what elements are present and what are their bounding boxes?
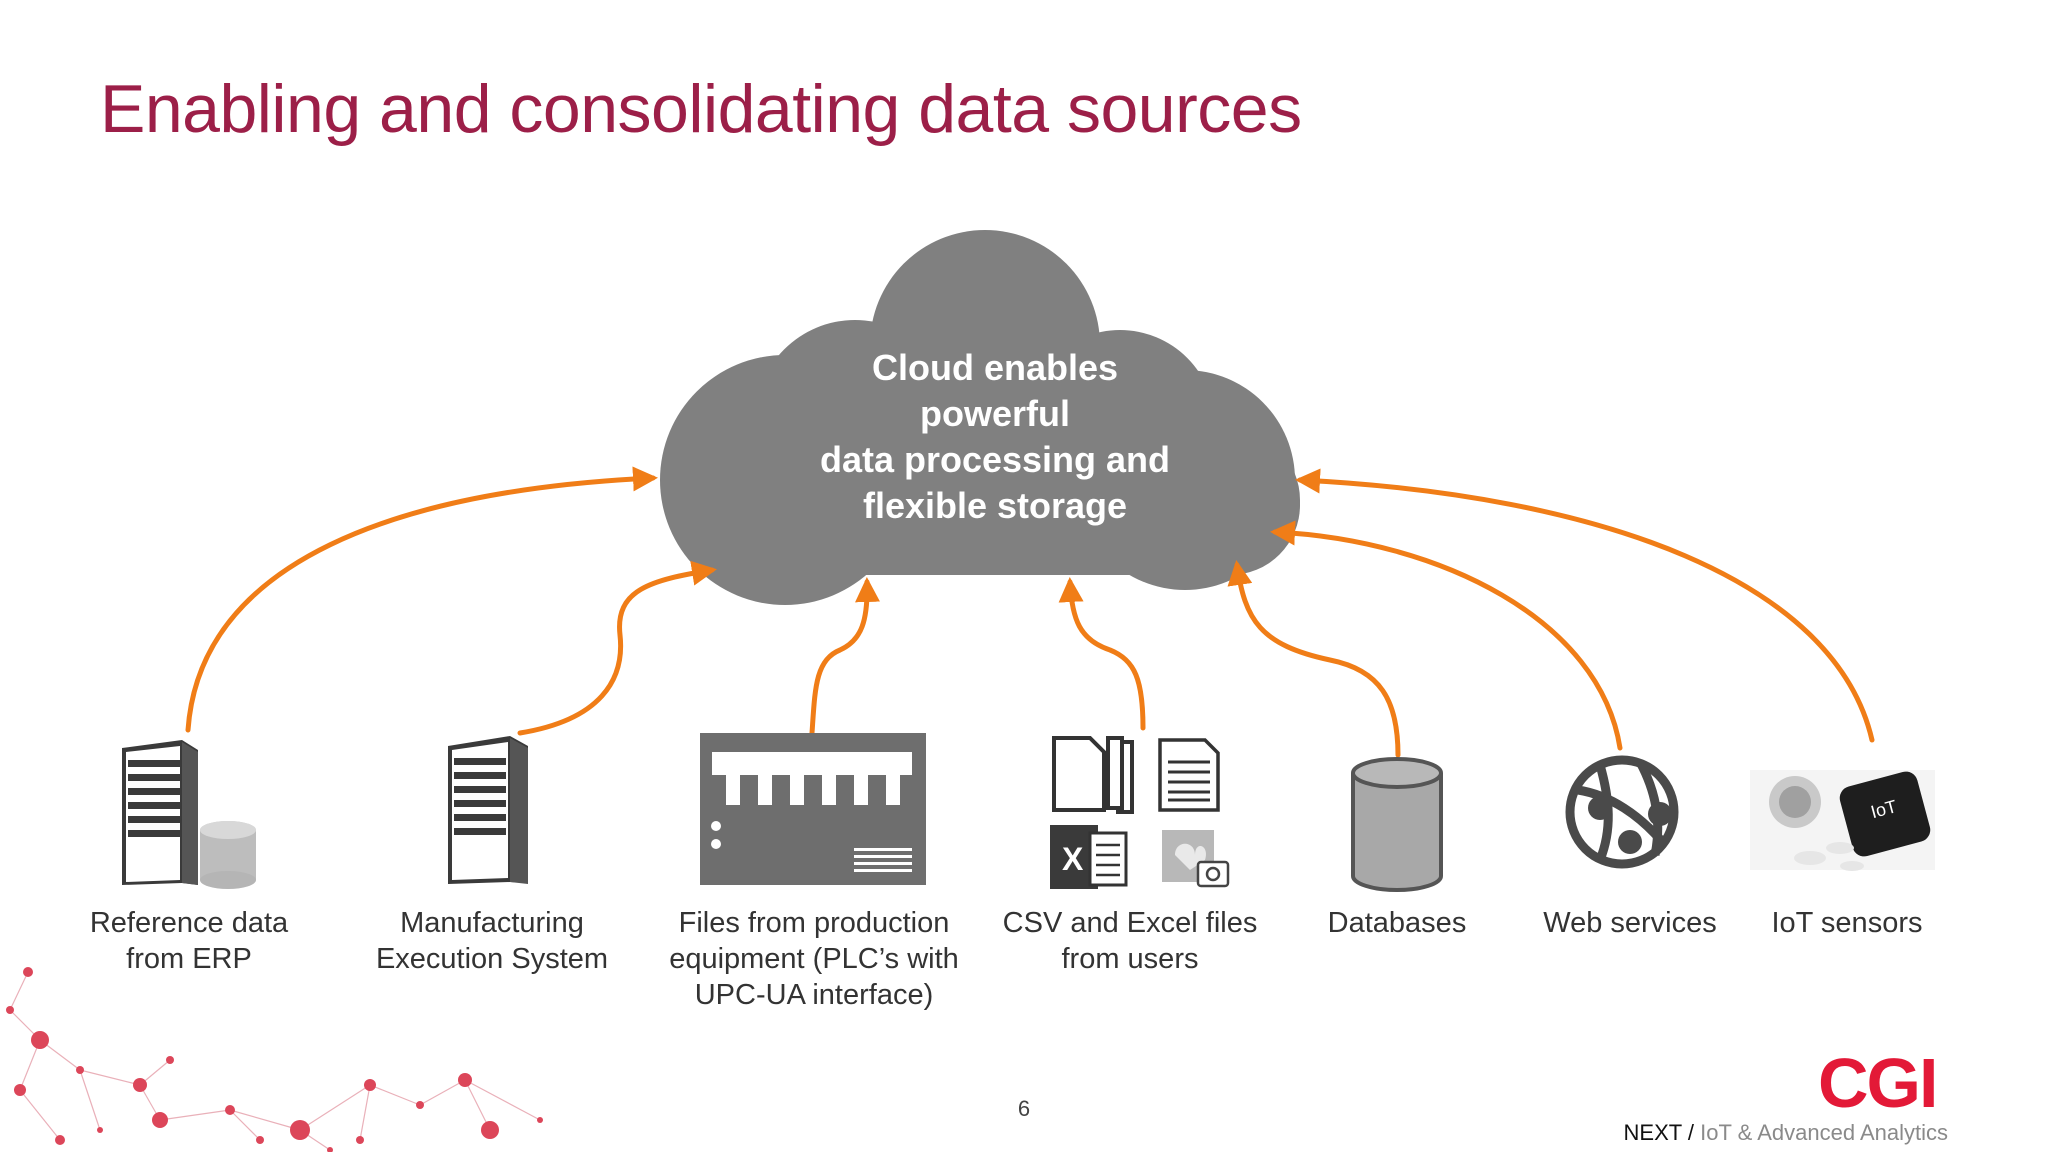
source-label-db: Databases: [1297, 905, 1497, 941]
arrow-csv: [1058, 577, 1146, 731]
arrow-plc: [809, 577, 881, 736]
cloud-line: flexible storage: [862, 485, 1128, 526]
label-line: from users: [1061, 943, 1199, 975]
svg-text:X: X: [1062, 841, 1084, 877]
iot-sensor-device-icon: IoT: [1750, 770, 1935, 871]
cloud-caption: Cloud enables powerful data processing a…: [745, 345, 1245, 529]
label-line: Files from production: [678, 907, 950, 939]
label-line: CSV and Excel files: [1002, 907, 1258, 939]
arrow-iot: [1295, 468, 1875, 743]
source-label-web: Web services: [1525, 905, 1735, 941]
source-label-iot: IoT sensors: [1747, 905, 1947, 941]
cloud-line: Cloud enables: [871, 347, 1119, 388]
label-line: Databases: [1327, 907, 1467, 939]
label-line: UPC-UA interface): [694, 979, 934, 1011]
label-line: Manufacturing: [400, 907, 584, 939]
cgi-logo: CGI: [1818, 1044, 1938, 1122]
plc-equipment-icon: [700, 733, 926, 885]
server-with-database-icon: [122, 740, 256, 889]
footer-next: NEXT: [1623, 1120, 1682, 1145]
source-label-mes: Manufacturing Execution System: [362, 905, 622, 977]
label-line: IoT sensors: [1771, 907, 1923, 939]
label-line: from ERP: [126, 943, 252, 975]
label-line: Reference data: [89, 907, 289, 939]
footer-separator: /: [1681, 1120, 1701, 1145]
footer: NEXT / IoT & Advanced Analytics: [1624, 1120, 1948, 1146]
cloud-shape: [660, 230, 1300, 605]
arrow-web: [1270, 520, 1623, 751]
label-line: equipment (PLC’s with: [669, 943, 959, 975]
page-number: 6: [1017, 1096, 1031, 1121]
cloud-line: data processing and: [819, 439, 1171, 480]
arrow-mes: [517, 560, 717, 736]
server-icon: [448, 736, 528, 884]
page-title: Enabling and consolidating data sources: [100, 71, 1302, 147]
source-label-csv: CSV and Excel files from users: [990, 905, 1270, 977]
documents-excel-image-icon: X: [1050, 736, 1230, 889]
globe-network-icon: [1565, 755, 1679, 869]
label-line: Web services: [1543, 907, 1717, 939]
arrow-erp: [185, 466, 658, 733]
source-label-erp: Reference data from ERP: [64, 905, 314, 977]
label-line: Execution System: [375, 943, 609, 975]
cloud-line: powerful: [920, 393, 1070, 434]
footer-subtitle: IoT & Advanced Analytics: [1700, 1120, 1948, 1145]
decorative-network: [6, 967, 543, 1152]
arrow-db: [1227, 560, 1401, 758]
database-cylinder-icon: [1351, 757, 1443, 892]
source-label-plc: Files from production equipment (PLC’s w…: [654, 905, 974, 1013]
